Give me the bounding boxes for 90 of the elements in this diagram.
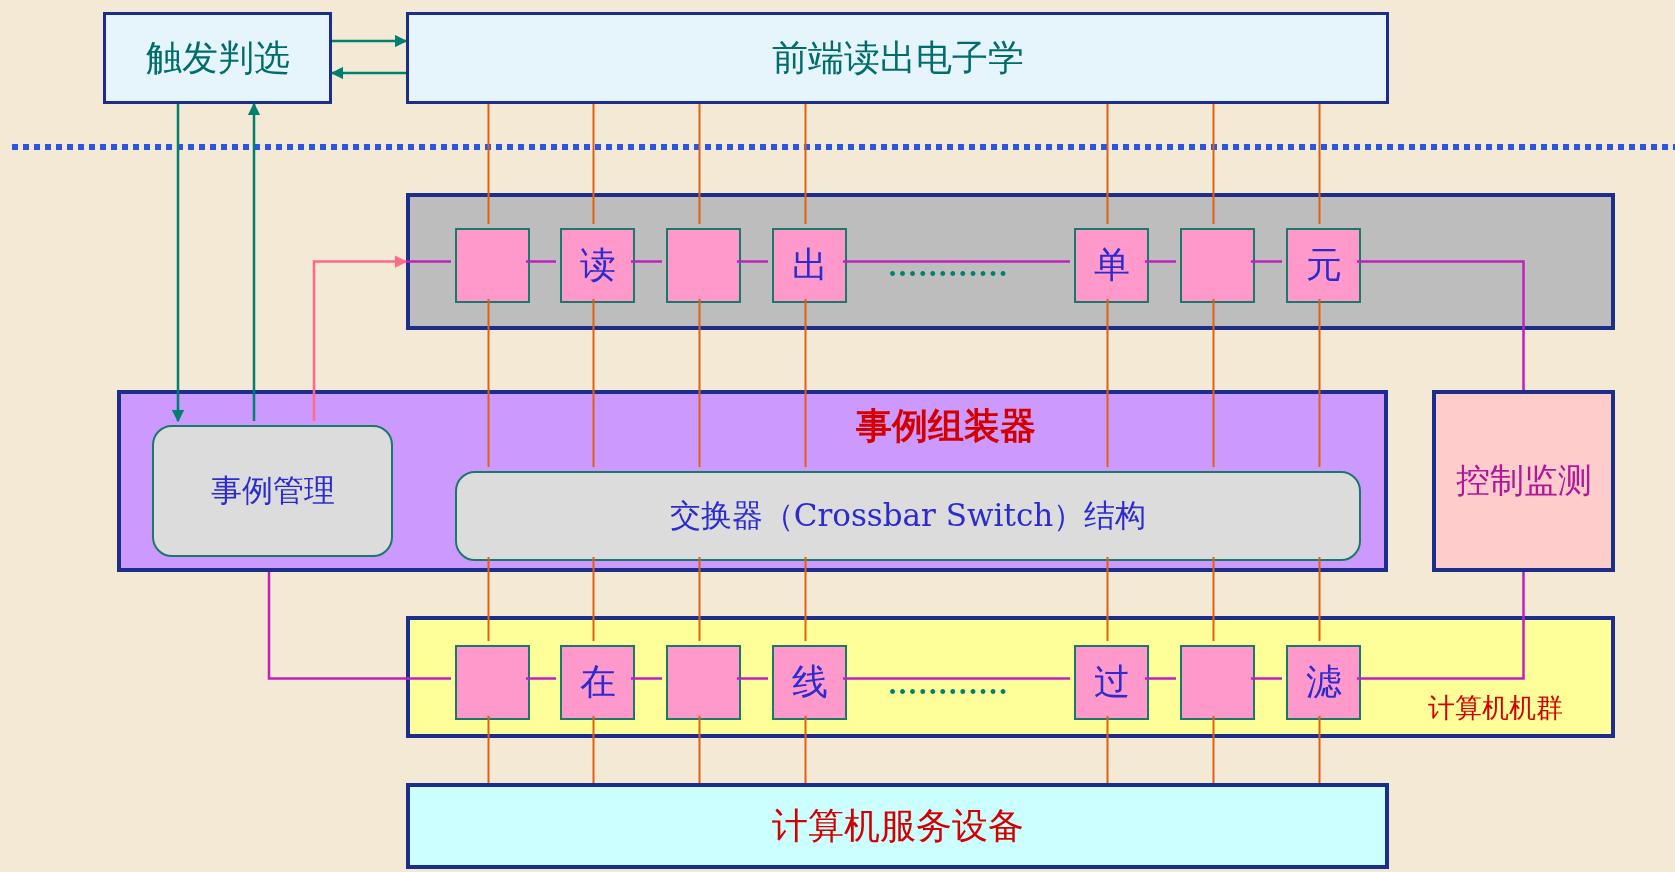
connector-line [1106,556,1109,642]
connector-line [267,572,451,680]
box-label: 读 [579,243,616,287]
square-box [1180,228,1255,303]
connector-line [1318,556,1321,642]
box-title: 事例管理 [210,471,335,510]
square-box [1074,228,1149,303]
connector-line [526,260,556,263]
connector-line [592,298,595,468]
connector-line [1357,260,1525,390]
box-label: 过 [1093,660,1130,704]
connector-line [804,556,807,642]
square-box [666,228,741,303]
box-title: 控制监测 [1455,459,1592,502]
box-label: 元 [1305,243,1342,287]
connector-line [804,103,807,225]
box-title: 计算机机群 [1428,691,1563,725]
connector-line [526,677,556,680]
connector-line [631,260,662,263]
box [103,12,332,104]
connector-line [1106,103,1109,225]
connector-line [698,556,701,642]
connector-line [737,260,768,263]
ellipsis-dots: ............ [888,252,1009,282]
connector-line [487,103,490,225]
connector-line [1106,298,1109,468]
arrow [312,255,408,421]
square-box [1074,645,1149,720]
panel [406,193,1615,330]
connector-line [1212,103,1215,225]
arrow [247,102,261,421]
box [1432,390,1615,572]
panel [117,390,1388,572]
connector-line [1357,572,1525,680]
box-title: 触发判选 [145,35,290,80]
connector-line [1106,715,1109,784]
box-label: 线 [791,660,828,704]
connector-line [698,298,701,468]
connector-line [1212,715,1215,784]
box-label: 单 [1093,243,1130,287]
connector-line [1212,556,1215,642]
connector-line [843,260,1070,263]
square-box [772,645,847,720]
box-title: 交换器（Crossbar Switch）结构 [669,496,1147,535]
box-label: 出 [791,243,828,287]
ellipsis-dots: ............ [888,670,1009,700]
connector-line [804,298,807,468]
connector-line [406,260,451,263]
connector-line [1212,298,1215,468]
connector-line [1318,298,1321,468]
rounded-box [455,471,1361,561]
square-box [560,228,635,303]
connector-line [487,556,490,642]
connector-line [698,103,701,225]
connector-line [592,715,595,784]
square-box [455,228,530,303]
square-box [455,645,530,720]
connector-line [1318,103,1321,225]
box-title: 事例组装器 [856,403,1036,448]
panel [406,616,1615,738]
connector-line [592,556,595,642]
square-box [560,645,635,720]
connector-line [1251,260,1282,263]
square-box [1286,645,1361,720]
arrow [330,66,406,80]
box-title: 前端读出电子学 [771,35,1024,80]
rounded-box [152,425,393,557]
connector-line [1145,260,1176,263]
connector-line [1251,677,1282,680]
box-title: 计算机服务设备 [771,803,1024,848]
connector-line [737,677,768,680]
connector-line [487,298,490,468]
connector-line [698,715,701,784]
connector-line [631,677,662,680]
connector-line [1145,677,1176,680]
arrow [332,34,408,48]
box-label: 滤 [1305,660,1342,704]
arrow [171,104,185,423]
connector-line [843,677,1070,680]
box [406,12,1389,104]
square-box [1286,228,1361,303]
box [406,783,1389,869]
box-label: 在 [579,660,616,704]
square-box [1180,645,1255,720]
connector-line [592,103,595,225]
connector-line [804,715,807,784]
connector-line [1318,715,1321,784]
square-box [666,645,741,720]
connector-line [487,715,490,784]
square-box [772,228,847,303]
